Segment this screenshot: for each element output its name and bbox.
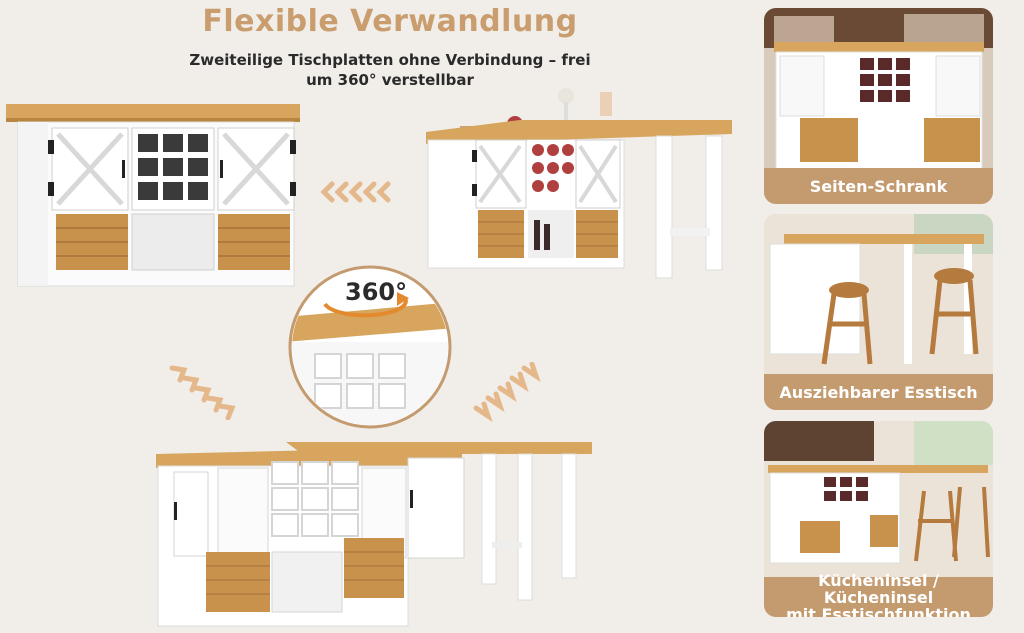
panel-caption-kitchen-island: Kücheninsel / Kücheninsel mit Esstischfu… bbox=[764, 572, 993, 618]
kitchen-island-photo bbox=[764, 421, 993, 581]
arrow-down-right-icon bbox=[169, 365, 236, 420]
arrow-up-right-icon bbox=[473, 362, 541, 422]
extendable-table-photo bbox=[764, 214, 993, 384]
page-subtitle: Zweiteilige Tischplatten ohne Verbindung… bbox=[150, 50, 630, 90]
cabinet-extended-illustration bbox=[426, 88, 732, 279]
panel-caption-side-cabinet: Seiten-Schrank bbox=[764, 168, 993, 204]
panel-extendable-table: Ausziehbarer Esstisch bbox=[764, 214, 993, 410]
panel-caption-extendable-table: Ausziehbarer Esstisch bbox=[764, 374, 993, 410]
panel-side-cabinet: Seiten-Schrank bbox=[764, 8, 993, 204]
subtitle-line-1: Zweiteilige Tischplatten ohne Verbindung… bbox=[189, 51, 591, 69]
panel-kitchen-island: Kücheninsel / Kücheninsel mit Esstischfu… bbox=[764, 421, 993, 617]
cabinet-rotated-illustration bbox=[156, 442, 592, 627]
cabinet-closed-illustration bbox=[6, 104, 300, 287]
arrow-left-icon bbox=[320, 181, 391, 203]
caption-line-1: Kücheninsel / Kücheninsel bbox=[818, 570, 939, 607]
subtitle-line-2: um 360° verstellbar bbox=[306, 71, 474, 89]
caption-line-2: mit Esstischfunktion bbox=[786, 604, 971, 618]
side-cabinet-photo bbox=[764, 8, 993, 178]
rotation-detail-illustration bbox=[288, 265, 452, 429]
rotation-badge: 360° bbox=[345, 278, 408, 306]
page-title: Flexible Verwandlung bbox=[202, 4, 578, 39]
